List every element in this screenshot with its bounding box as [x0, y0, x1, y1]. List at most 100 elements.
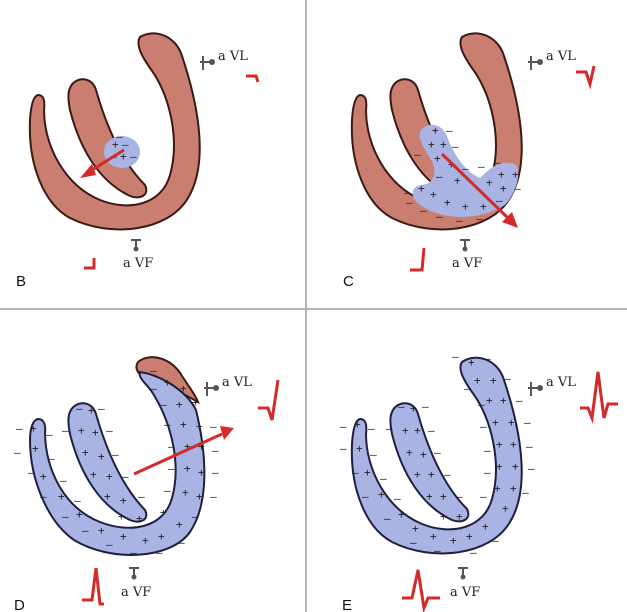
svg-text:–: – [516, 394, 523, 407]
svg-text:+: + [426, 490, 433, 503]
avf-trace [84, 258, 96, 270]
svg-text:–: – [464, 382, 471, 395]
svg-text:+: + [410, 402, 417, 415]
svg-text:–: – [420, 204, 427, 217]
septum-wall [67, 78, 148, 199]
svg-text:–: – [210, 490, 217, 503]
svg-text:–: – [522, 486, 529, 499]
svg-text:–: – [340, 420, 347, 433]
lead-avf-label: a VF [452, 256, 482, 271]
svg-text:+: + [440, 138, 447, 151]
svg-text:+: + [196, 420, 203, 433]
avl-electrode [204, 382, 219, 396]
svg-text:+: + [420, 448, 427, 461]
svg-text:+: + [88, 404, 95, 417]
svg-text:+: + [502, 502, 509, 515]
svg-text:–: – [494, 156, 501, 169]
svg-text:–: – [150, 364, 157, 377]
svg-text:–: – [82, 524, 89, 537]
svg-text:–: – [380, 472, 387, 485]
vector-arrow-shaft [440, 152, 510, 220]
svg-text:+: + [118, 510, 125, 523]
svg-text:–: – [362, 490, 369, 503]
svg-text:–: – [456, 214, 463, 227]
svg-text:+: + [510, 438, 517, 451]
lead-avl-label: a VL [218, 49, 248, 64]
svg-text:+: + [184, 462, 191, 475]
svg-text:+: + [486, 394, 493, 407]
svg-text:+: + [494, 482, 501, 495]
avl-trace [576, 65, 596, 90]
svg-text:–: – [74, 494, 81, 507]
svg-text:+: + [466, 530, 473, 543]
svg-text:–: – [480, 490, 487, 503]
svg-text:+: + [414, 424, 421, 437]
heart-wall [350, 32, 523, 231]
svg-text:+: + [176, 398, 183, 411]
svg-text:+: + [412, 522, 419, 535]
avf-electrode [458, 567, 468, 580]
svg-text:+: + [182, 486, 189, 499]
svg-text:+: + [434, 152, 441, 165]
vector-arrow-head [80, 164, 96, 178]
svg-text:+: + [120, 150, 127, 163]
svg-text:–: – [46, 428, 53, 441]
svg-text:–: – [434, 544, 441, 557]
svg-text:–: – [60, 474, 67, 487]
avl-electrode [200, 56, 215, 70]
svg-text:–: – [446, 124, 453, 137]
svg-text:–: – [168, 440, 175, 453]
svg-text:–: – [478, 160, 485, 173]
svg-text:–: – [62, 424, 69, 437]
svg-text:+: + [450, 534, 457, 547]
avf-trace [402, 569, 440, 612]
svg-text:–: – [122, 470, 129, 483]
svg-text:–: – [98, 402, 105, 415]
svg-text:–: – [352, 466, 359, 479]
svg-text:–: – [14, 446, 21, 459]
svg-text:+: + [176, 518, 183, 531]
svg-text:–: – [168, 462, 175, 475]
svg-text:–: – [526, 440, 533, 453]
svg-text:–: – [76, 402, 83, 415]
panel-letter: C [343, 273, 354, 290]
svg-text:+: + [106, 470, 113, 483]
panel-letter: D [14, 597, 25, 612]
svg-text:–: – [130, 546, 137, 559]
svg-text:+: + [468, 356, 475, 369]
svg-text:–: – [106, 424, 113, 437]
svg-text:–: – [370, 448, 377, 461]
vector-arrow-head [502, 212, 518, 228]
svg-text:+: + [512, 460, 519, 473]
avl-trace [246, 74, 260, 83]
svg-text:+: + [440, 510, 447, 523]
svg-text:+: + [78, 424, 85, 437]
svg-text:–: – [150, 382, 157, 395]
svg-text:–: – [156, 546, 163, 559]
svg-text:–: – [212, 466, 219, 479]
septum-wall [67, 402, 148, 523]
svg-text:+: + [398, 508, 405, 521]
svg-text:+: + [184, 440, 191, 453]
svg-text:+: + [98, 450, 105, 463]
avf-trace [82, 567, 104, 606]
lead-avf-label: a VF [123, 256, 153, 271]
svg-text:–: – [16, 422, 23, 435]
svg-text:+: + [406, 446, 413, 459]
svg-text:–: – [122, 138, 129, 151]
svg-text:+: + [430, 188, 437, 201]
svg-text:+: + [432, 124, 439, 137]
svg-text:+: + [428, 138, 435, 151]
svg-text:+: + [462, 200, 469, 213]
svg-text:–: – [384, 512, 391, 525]
svg-text:–: – [452, 140, 459, 153]
svg-text:–: – [404, 186, 411, 199]
heart-wall [350, 356, 523, 555]
svg-text:–: – [444, 468, 451, 481]
svg-text:+: + [482, 520, 489, 533]
svg-text:+: + [496, 460, 503, 473]
charge-signs: – + – + + – – + + – – + + – – + + – – + … [340, 350, 535, 559]
svg-text:–: – [160, 398, 167, 411]
svg-text:+: + [82, 446, 89, 459]
